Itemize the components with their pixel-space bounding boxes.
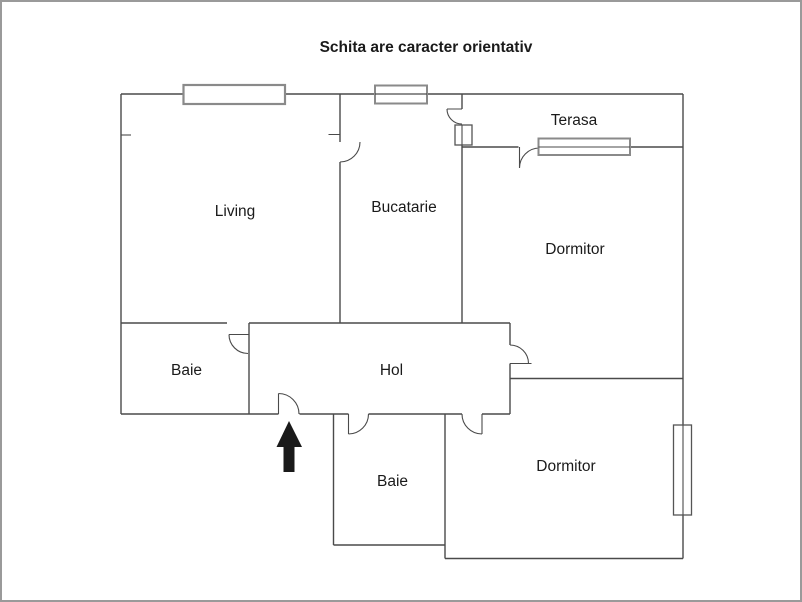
room-label-dormitor-1: Dormitor <box>545 241 604 258</box>
walls <box>120 93 684 560</box>
door-baie1 <box>228 333 249 355</box>
room-label-living: Living <box>215 203 256 220</box>
room-label-baie-1: Baie <box>171 362 202 379</box>
window-living <box>182 83 287 106</box>
door-living-bucatarie <box>328 133 361 163</box>
room-label-baie-2: Baie <box>377 473 408 490</box>
room-label-hol: Hol <box>380 362 403 379</box>
door-entrance <box>277 392 300 415</box>
doorframe-bucatarie-terasa <box>454 124 473 146</box>
door-bucatarie-terasa <box>446 108 463 125</box>
room-label-bucatarie: Bucatarie <box>371 199 436 216</box>
plan-title: Schita are caracter orientativ <box>320 39 533 56</box>
doors <box>121 108 540 435</box>
windows <box>182 83 693 516</box>
room-label-dormitor-2: Dormitor <box>536 458 595 475</box>
door-dormitor2 <box>461 413 483 435</box>
room-label-terasa: Terasa <box>551 112 598 129</box>
door-terasa-dormitor1 <box>518 147 540 169</box>
room-labels: Living Bucatarie Terasa Dormitor Baie Ho… <box>171 112 605 490</box>
entrance-arrow-icon <box>276 421 302 472</box>
door-hol-dormitor1 <box>509 344 532 365</box>
door-baie2 <box>347 413 370 435</box>
